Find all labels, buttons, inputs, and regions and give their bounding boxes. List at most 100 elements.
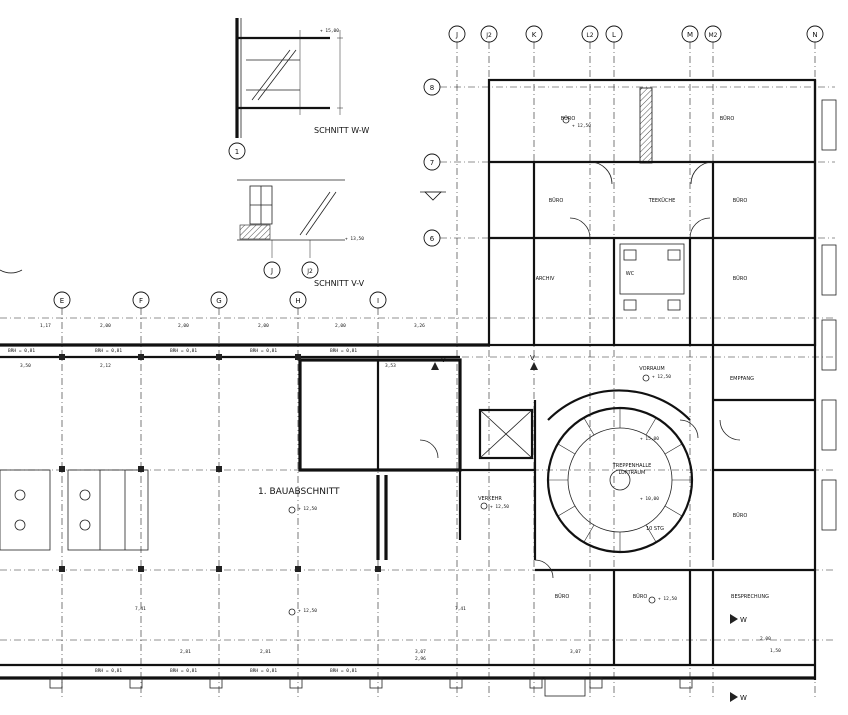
level-9: + 15,00 [320,28,339,34]
room-luftraum: LUFTRAUM [619,470,646,476]
dim-6: 3,26 [414,323,425,329]
bauabschnitt-label: 1. BAUABSCHNITT [258,487,340,497]
dim-13: 2,00 [760,636,771,642]
room-treppenhalle: TREPPENHALLE [612,463,652,469]
grid-label-vv-j2: J2 [306,268,313,275]
room-teekueche: TEEKÜCHE [648,197,676,204]
section-ww-title: SCHNITT W-W [314,126,369,135]
dim-12: 1,50 [770,648,781,654]
facade-windows [813,80,837,680]
grid-label-f: F [139,297,143,305]
room-buero-6: BÜRO [733,512,748,519]
dim-2: 2,00 [100,323,111,329]
stair-steps-label: 10 STG [646,526,664,532]
brh-label-8: BRH = 0,81 [250,668,277,674]
upper-wing-walls [487,78,817,347]
dim-15: 7,41 [455,606,466,612]
section-vv-title: SCHNITT V-V [314,279,365,288]
brh-label-2: BRH = 0,81 [95,348,122,354]
room-buero-2: BÜRO [720,115,735,122]
lower-floor-walls [0,343,815,680]
brh-label-9: BRH = 0,81 [330,668,357,674]
dim-18: 2,81 [260,649,271,655]
level-3: + 12,50 [490,504,509,510]
grid-label-6: 6 [430,235,435,243]
edge-arc [0,269,23,274]
dim-17: 2,81 [180,649,191,655]
grid-label-k: K [532,31,537,39]
level-1: + 12,50 [298,506,317,512]
grid-bubbles-mid: E F G H I [53,291,387,309]
grid-label-i: I [377,297,379,305]
grid-label-h: H [295,297,300,305]
grid-label-j2: J2 [485,32,492,39]
room-buero-7: BÜRO [633,593,648,600]
level-8: + 10,00 [640,496,659,502]
grid-label-l: L [612,31,616,39]
spiral-staircase [546,389,694,554]
grid-label-m2: M2 [709,32,718,39]
dim-16: 3,07 [570,649,581,655]
grid-label-8: 8 [430,84,434,92]
grid-bubbles-left: 8 7 6 [423,78,441,247]
grid-label-l2: L2 [586,32,593,39]
dim-5: 2,00 [335,323,346,329]
room-besprechung: BESPRECHUNG [731,594,769,600]
dim-8: 2,12 [100,363,111,369]
grid-label-n: N [812,31,817,39]
brh-label-3: BRH = 0,81 [170,348,197,354]
level-5: + 12,50 [658,596,677,602]
grid-label-g: G [216,297,221,305]
room-vorraum: VORRAUM [639,366,664,372]
dim-10: 3,07 [415,649,426,655]
level-triangle-marker [420,191,446,201]
dim-4: 2,00 [258,323,269,329]
room-archiv: ARCHIV [536,276,555,282]
grid-label-vv-j: J [270,267,273,275]
level-4: + 12,50 [652,374,671,380]
level-6: + 12,50 [572,123,591,129]
grid-label-1: 1 [235,148,239,156]
section-mark-v1: V [441,356,446,364]
level-7: + 15,00 [640,436,659,442]
level-2: + 12,50 [298,608,317,614]
room-buero-5: BÜRO [733,275,748,282]
room-buero-1: BÜRO [561,115,576,122]
dim-11: 2,96 [415,656,426,662]
section-mark-v2: V [530,354,535,362]
dim-3: 2,00 [178,323,189,329]
brh-label-7: BRH = 0,81 [170,668,197,674]
dimension-labels: 1,17 2,00 2,00 2,00 2,00 3,26 3,50 2,12 … [20,323,781,662]
grid-lines [0,42,835,700]
dim-1: 1,17 [40,323,51,329]
section-mark-w2: W [740,694,747,702]
section-marks: V V W W [431,354,747,702]
dim-14: 7,41 [135,606,146,612]
level-10: + 13,50 [345,236,364,242]
brh-label-1: BRH = 0,81 [8,348,35,354]
section-ww-detail: 1 SCHNITT W-W [228,18,369,160]
dim-9: 3,53 [385,363,396,369]
grid-label-e: E [60,297,64,305]
brh-labels: BRH = 0,81 BRH = 0,81 BRH = 0,81 BRH = 0… [8,348,357,674]
brh-label-5: BRH = 0,81 [330,348,357,354]
room-verkehr: VERKEHR [478,496,502,502]
room-buero-3: BÜRO [549,197,564,204]
brh-label-4: BRH = 0,81 [250,348,277,354]
section-mark-w1: W [740,616,747,624]
level-marks: + 12,50 + 12,50 + 12,50 + 12,50 + 12,50 … [288,28,677,616]
grid-label-j: J [455,31,458,39]
section-vv-detail: J J2 SCHNITT V-V [237,179,365,288]
grid-bubbles-top: J J2 K L2 L M M2 N [448,25,824,43]
brh-label-6: BRH = 0,81 [95,668,122,674]
room-labels: BÜRO BÜRO BÜRO TEEKÜCHE BÜRO ARCHIV BÜRO… [478,115,769,600]
room-buero-4: BÜRO [733,197,748,204]
room-empfang: EMPFANG [730,376,754,382]
grid-label-7: 7 [430,159,434,167]
dim-7: 3,50 [20,363,31,369]
facade-notches-bottom [49,677,693,697]
grid-label-m: M [687,31,693,39]
room-wc: WC [626,271,635,277]
room-buero-8: BÜRO [555,593,570,600]
